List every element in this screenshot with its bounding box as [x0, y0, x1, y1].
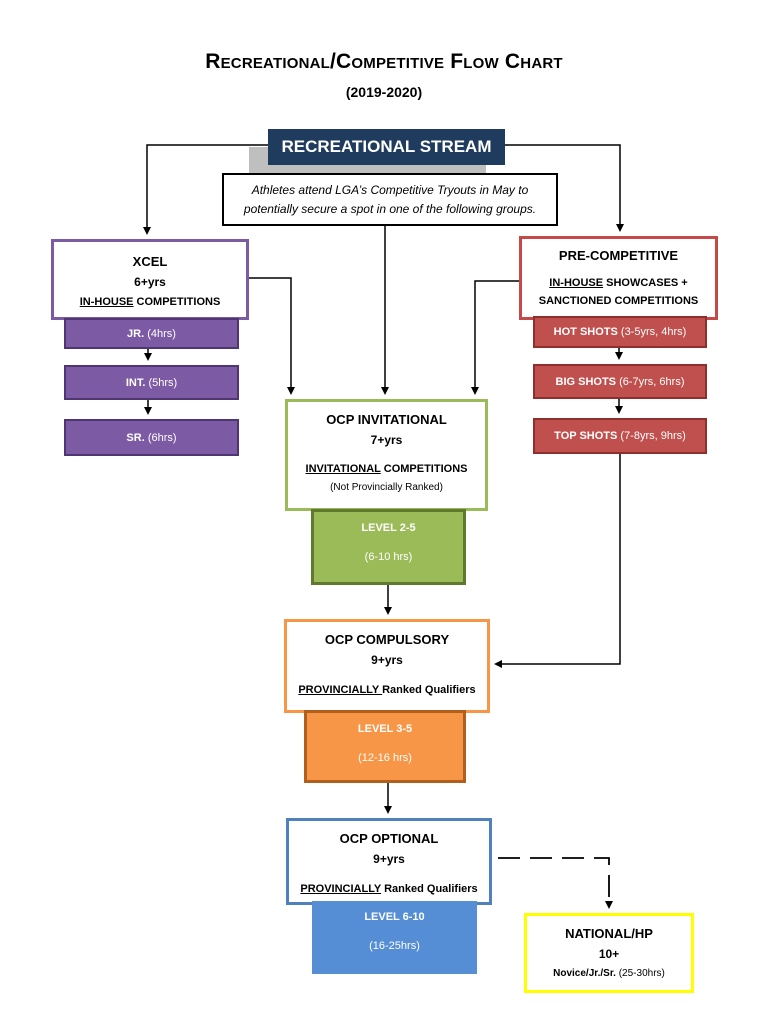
xcel-box: XCEL 6+yrs IN-HOUSE COMPETITIONS [51, 239, 249, 320]
level-name: BIG SHOTS [555, 375, 617, 388]
invitational-hours: (6-10 hrs) [364, 551, 413, 563]
level-name: HOT SHOTS [553, 326, 618, 338]
compulsory-qualifiers: PROVINCIALLY Ranked Qualifiers [287, 680, 487, 700]
level-detail: (3-5yrs, 4hrs) [620, 326, 687, 338]
xcel-competitions: IN-HOUSE COMPETITIONS [54, 292, 246, 312]
precompetitive-line-2: IN-HOUSE SHOWCASES + [522, 274, 715, 292]
national-title: NATIONAL/HP [565, 926, 653, 941]
level-name: INT. [125, 376, 146, 389]
precomp-rest: SHOWCASES + [603, 277, 688, 289]
tryout-line-2: potentially secure a spot in one of the … [243, 202, 537, 216]
compulsory-level-box: LEVEL 3-5 (12-16 hrs) [304, 710, 466, 783]
arrow-precompetitive-to-invitational [471, 280, 519, 395]
national-hp-box: NATIONAL/HP 10+ Novice/Jr./Sr. (25-30hrs… [524, 913, 694, 993]
arrow-optional-to-national [498, 857, 613, 909]
invitational-comp-underlined: INVITATIONAL [305, 463, 381, 475]
tryout-note-box: Athletes attend LGA’s Competitive Tryout… [222, 173, 558, 226]
level-hours: (6hrs) [147, 431, 177, 444]
xcel-comp-rest: COMPETITIONS [133, 296, 221, 308]
invitational-comp-rest: COMPETITIONS [380, 463, 468, 475]
precompetitive-title: PRE-COMPETITIVE [558, 248, 679, 263]
ocp-compulsory-box: OCP COMPULSORY 9+yrs PROVINCIALLY Ranked… [284, 619, 490, 713]
level-hours: (5hrs) [148, 376, 178, 389]
precomp-level-hot-shots: HOT SHOTS (3-5yrs, 4hrs) [533, 316, 707, 348]
compulsory-age: 9+yrs [371, 653, 403, 667]
precomp-level-top-shots: TOP SHOTS (7-8yrs, 9hrs) [533, 418, 707, 454]
optional-level: LEVEL 6-10 [364, 911, 425, 923]
invitational-level-box: LEVEL 2-5 (6-10 hrs) [311, 509, 466, 585]
optional-qualifiers: PROVINCIALLY Ranked Qualifiers [289, 879, 489, 899]
xcel-level-int: INT. (5hrs) [64, 365, 239, 400]
xcel-level-sr: SR. (6hrs) [64, 419, 239, 456]
arrow-xcel-to-invitational [249, 277, 295, 395]
arrow-stream-to-xcel [143, 144, 268, 235]
optional-underlined: PROVINCIALLY [300, 883, 382, 895]
invitational-title: OCP INVITATIONAL [326, 412, 447, 427]
level-name: JR. [127, 327, 145, 340]
optional-title: OCP OPTIONAL [339, 831, 439, 846]
precomp-level-big-shots: BIG SHOTS (6-7yrs, 6hrs) [533, 364, 707, 399]
level-name: TOP SHOTS [554, 430, 618, 442]
invitational-level: LEVEL 2-5 [361, 522, 416, 534]
chart-subtitle: (2019-2020) [345, 84, 423, 100]
national-detail-rest: (25-30hrs) [615, 968, 665, 979]
level-detail: (6-7yrs, 6hrs) [619, 375, 685, 388]
tryout-line-1: Athletes attend LGA’s Competitive Tryout… [251, 183, 529, 197]
invitational-age: 7+yrs [370, 433, 403, 447]
optional-rest: Ranked Qualifiers [381, 883, 478, 895]
national-age: 10+ [598, 947, 620, 961]
compulsory-underlined: PROVINCIALLY [298, 684, 383, 696]
chart-title: Recreational/Competitive Flow Chart [205, 50, 563, 73]
national-detail-bold: Novice/Jr./Sr. [553, 968, 616, 979]
xcel-title: XCEL [132, 254, 168, 269]
level-hours: (4hrs) [147, 327, 176, 340]
compulsory-hours: (12-16 hrs) [358, 752, 412, 764]
arrow-topshots-to-compulsory [494, 454, 621, 668]
compulsory-level: LEVEL 3-5 [357, 723, 413, 735]
precompetitive-box: PRE-COMPETITIVE IN-HOUSE SHOWCASES + SAN… [519, 236, 718, 320]
recreational-stream-box: RECREATIONAL STREAM [268, 129, 505, 165]
precompetitive-line-3: SANCTIONED COMPETITIONS [538, 295, 699, 307]
precomp-underlined: IN-HOUSE [549, 277, 604, 289]
compulsory-title: OCP COMPULSORY [324, 632, 450, 647]
level-name: SR. [126, 431, 145, 444]
ocp-optional-box: OCP OPTIONAL 9+yrs PROVINCIALLY Ranked Q… [286, 818, 492, 905]
level-detail: (7-8yrs, 9hrs) [620, 430, 686, 442]
ocp-invitational-box: OCP INVITATIONAL 7+yrs INVITATIONAL COMP… [285, 399, 488, 511]
optional-level-box: LEVEL 6-10 (16-25hrs) [312, 901, 477, 974]
optional-hours: (16-25hrs) [369, 940, 420, 952]
xcel-age: 6+yrs [134, 275, 166, 289]
arrow-stream-to-precompetitive [505, 144, 624, 232]
optional-age: 9+yrs [373, 852, 405, 866]
invitational-competitions: INVITATIONAL COMPETITIONS [288, 460, 485, 478]
invitational-note: (Not Provincially Ranked) [330, 482, 443, 493]
xcel-comp-underlined: IN-HOUSE [79, 296, 134, 308]
national-detail: Novice/Jr./Sr. (25-30hrs) [527, 964, 691, 984]
xcel-level-jr: JR. (4hrs) [64, 318, 239, 349]
compulsory-rest: Ranked Qualifiers [382, 684, 476, 696]
